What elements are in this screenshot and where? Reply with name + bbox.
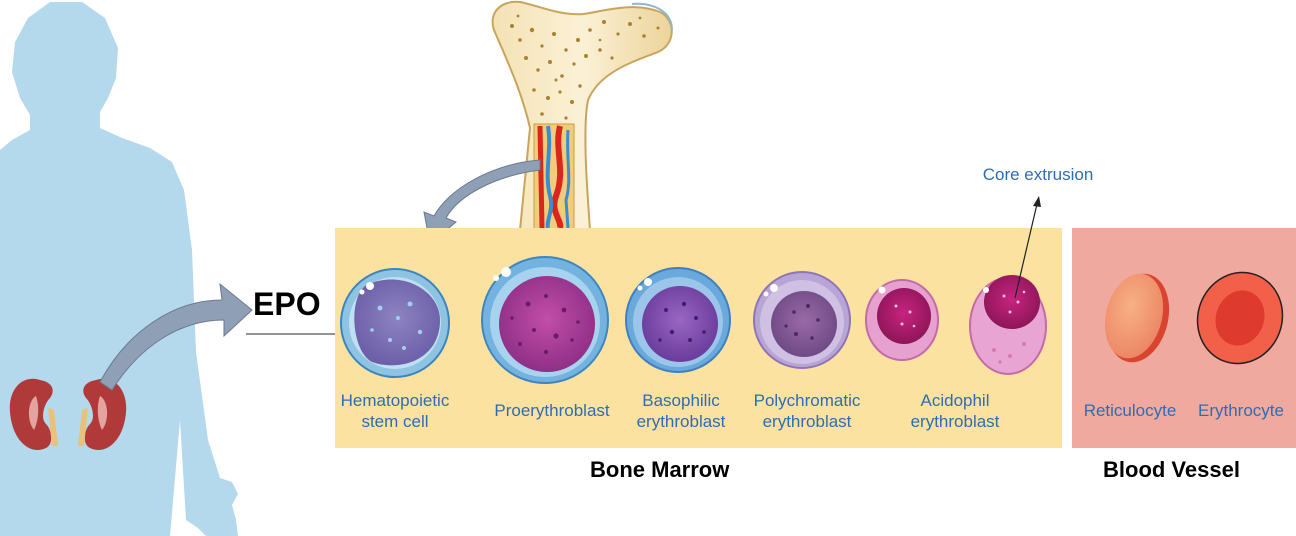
human-body-silhouette — [0, 2, 238, 536]
polychromatic-erythroblast-label: Polychromatic erythroblast — [748, 390, 866, 432]
polychromatic-erythroblast-icon — [754, 272, 850, 368]
erythrocyte-label: Erythrocyte — [1186, 400, 1296, 421]
proerythroblast-icon — [482, 257, 608, 383]
acidophil-erythroblast-label: Acidophil erythroblast — [896, 390, 1014, 432]
hematopoietic-stem-cell-icon — [341, 269, 449, 377]
bone-marrow-title: Bone Marrow — [590, 456, 729, 484]
basophilic-erythroblast-icon — [626, 268, 730, 372]
femur-bone-icon — [493, 2, 672, 230]
reticulocyte-label: Reticulocyte — [1074, 400, 1186, 421]
basophilic-erythroblast-label: Basophilic erythroblast — [622, 390, 740, 432]
hematopoietic-stem-cell-label: Hematopoietic stem cell — [334, 390, 456, 432]
acidophil-erythroblast-icon — [866, 280, 938, 360]
proerythroblast-label: Proerythroblast — [482, 400, 622, 421]
blood-vessel-title: Blood Vessel — [1103, 456, 1240, 484]
epo-label: EPO — [253, 284, 321, 324]
core-extrusion-label: Core extrusion — [968, 164, 1108, 185]
